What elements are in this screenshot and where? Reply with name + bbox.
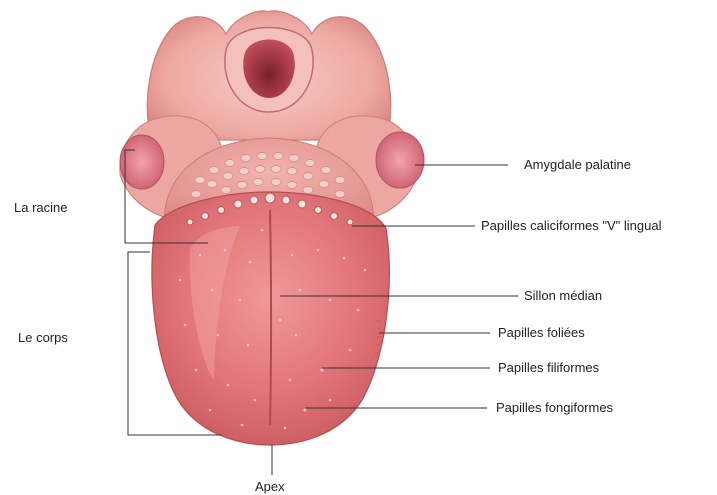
left-palatine-tonsil xyxy=(120,135,164,189)
label-apex: Apex xyxy=(255,479,285,495)
label-papilles-fongiformes: Papilles fongiformes xyxy=(496,400,613,416)
label-papilles-caliciformes: Papilles caliciformes "V" lingual xyxy=(481,218,661,234)
label-le-corps: Le corps xyxy=(18,330,68,346)
label-papilles-foliees: Papilles foliées xyxy=(498,325,585,341)
label-papilles-filiformes: Papilles filiformes xyxy=(498,360,599,376)
label-amygdale-palatine: Amygdale palatine xyxy=(524,157,631,173)
label-la-racine: La racine xyxy=(14,200,67,216)
right-palatine-tonsil xyxy=(376,132,424,188)
label-sillon-median: Sillon médian xyxy=(524,288,602,304)
median-sulcus xyxy=(270,210,271,425)
